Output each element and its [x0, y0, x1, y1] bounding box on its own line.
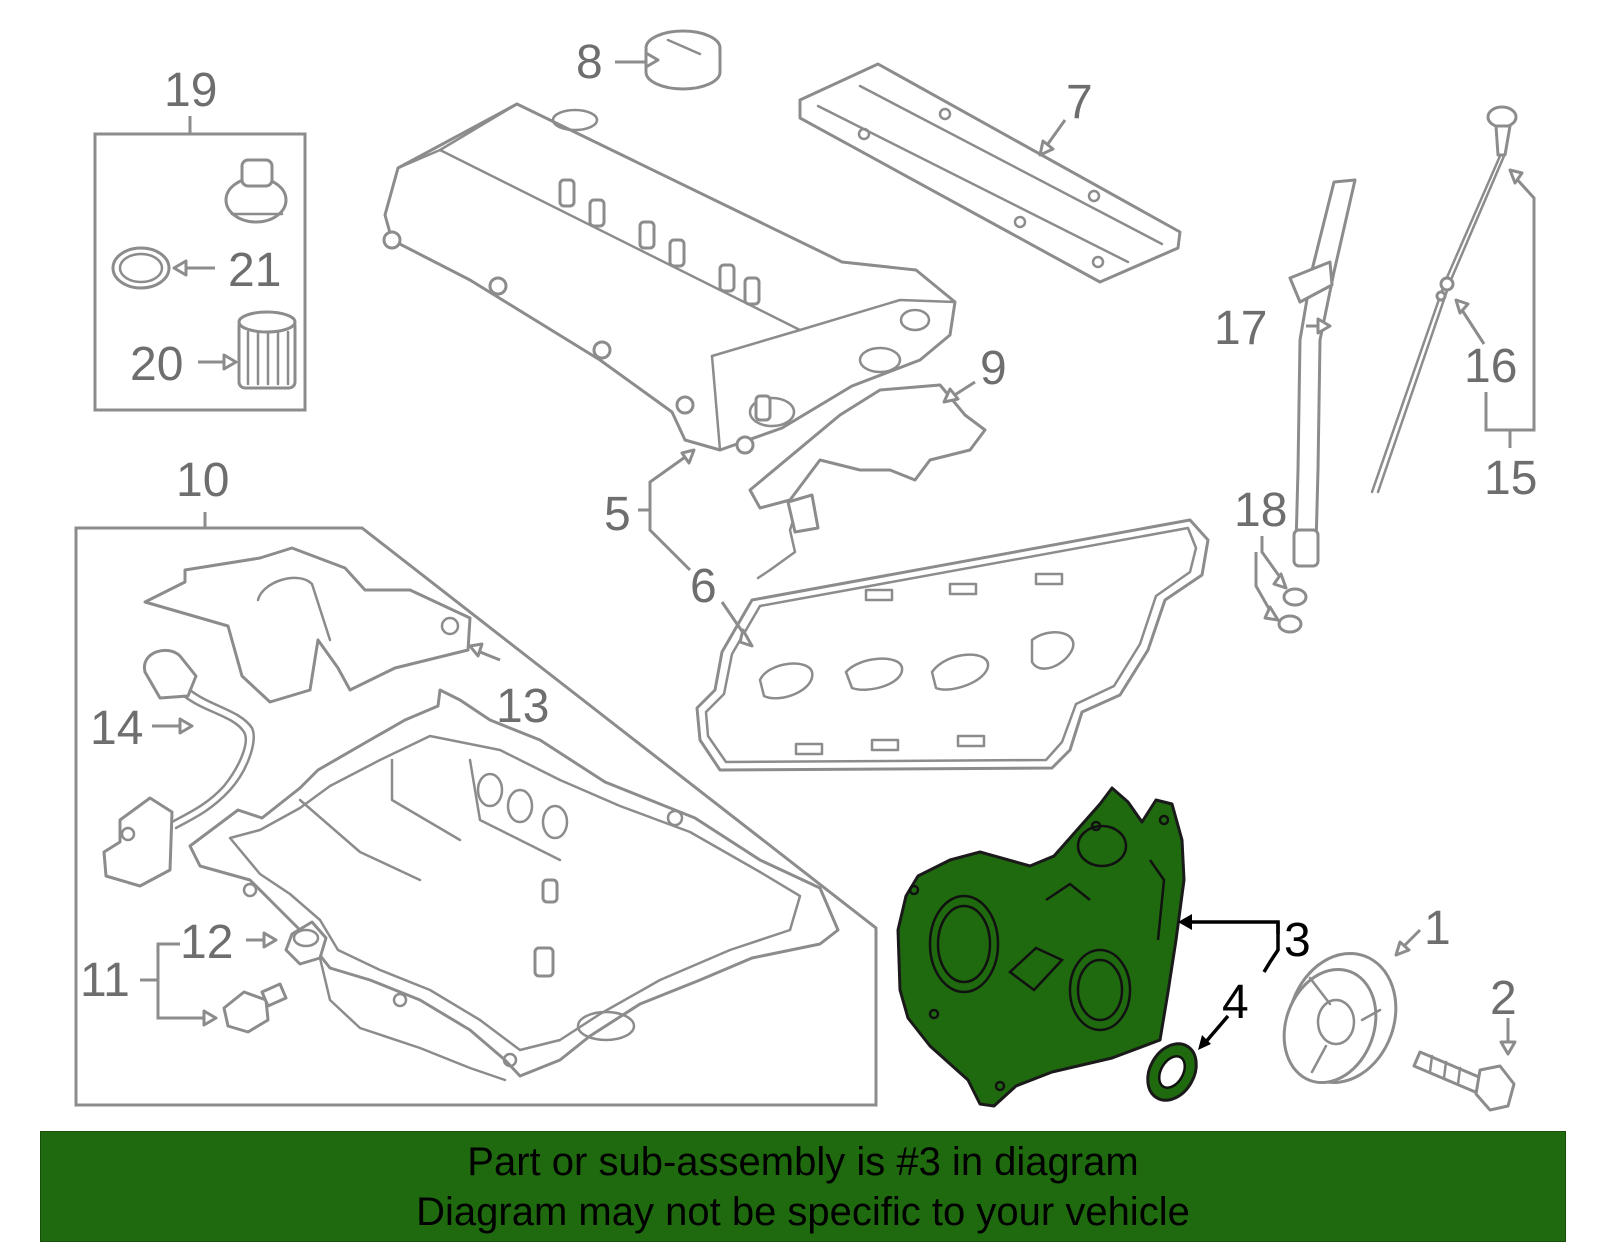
oil-dipstick[interactable] [1370, 105, 1518, 494]
callout-6: 6 [690, 560, 717, 613]
crankshaft-pulley-bolt[interactable] [1412, 1050, 1516, 1112]
callout-7: 7 [1066, 76, 1093, 129]
callout-1: 1 [1424, 902, 1451, 955]
oil-filter-cap[interactable] [224, 158, 288, 224]
oil-pan[interactable] [188, 688, 840, 1082]
banner-disclaimer: Diagram may not be specific to your vehi… [416, 1189, 1190, 1234]
oil-filter-group-19 [93, 116, 307, 412]
callout-3: 3 [1284, 914, 1311, 967]
front-crankshaft-seal[interactable] [1138, 1035, 1206, 1109]
callout-21: 21 [228, 244, 281, 297]
callout-20: 20 [130, 338, 183, 391]
camshaft-cover[interactable] [382, 102, 957, 455]
info-banner: Part or sub-assembly is #3 in diagram Di… [40, 1131, 1566, 1242]
oil-level-sensor[interactable] [102, 648, 255, 888]
dipstick-tube-seals[interactable] [1277, 587, 1308, 634]
dipstick-tube[interactable] [1288, 178, 1357, 568]
oil-drain-plug[interactable] [284, 920, 328, 966]
pcv-hose[interactable] [748, 383, 987, 580]
callout-4: 4 [1222, 976, 1249, 1029]
callout-12: 12 [180, 916, 233, 969]
callout-19: 19 [164, 64, 217, 117]
oil-fill-cap[interactable] [644, 29, 722, 91]
callout-10: 10 [176, 454, 229, 507]
callout-11: 11 [80, 954, 130, 1007]
callout-2: 2 [1490, 972, 1517, 1025]
banner-part-note: Part or sub-assembly is #3 in diagram [467, 1139, 1139, 1184]
callout-8: 8 [576, 36, 603, 89]
callout-16: 16 [1464, 340, 1517, 393]
callout-9: 9 [980, 342, 1007, 395]
callout-18: 18 [1234, 484, 1287, 537]
timing-chain-front-cover[interactable] [896, 786, 1186, 1108]
oil-filter-element[interactable] [237, 310, 297, 390]
oil-pan-drain-bolt[interactable] [222, 982, 288, 1034]
callout-5: 5 [604, 488, 631, 541]
oil-pan-group-10 [74, 512, 878, 1107]
callout-14: 14 [90, 702, 143, 755]
callout-15: 15 [1484, 452, 1537, 505]
camshaft-cover-gasket[interactable] [695, 518, 1210, 772]
callout-13: 13 [496, 680, 549, 733]
oil-pan-baffle[interactable] [143, 546, 472, 704]
callout-17: 17 [1214, 302, 1267, 355]
engine-cover[interactable] [798, 62, 1182, 284]
crankshaft-pulley[interactable] [1269, 938, 1414, 1098]
